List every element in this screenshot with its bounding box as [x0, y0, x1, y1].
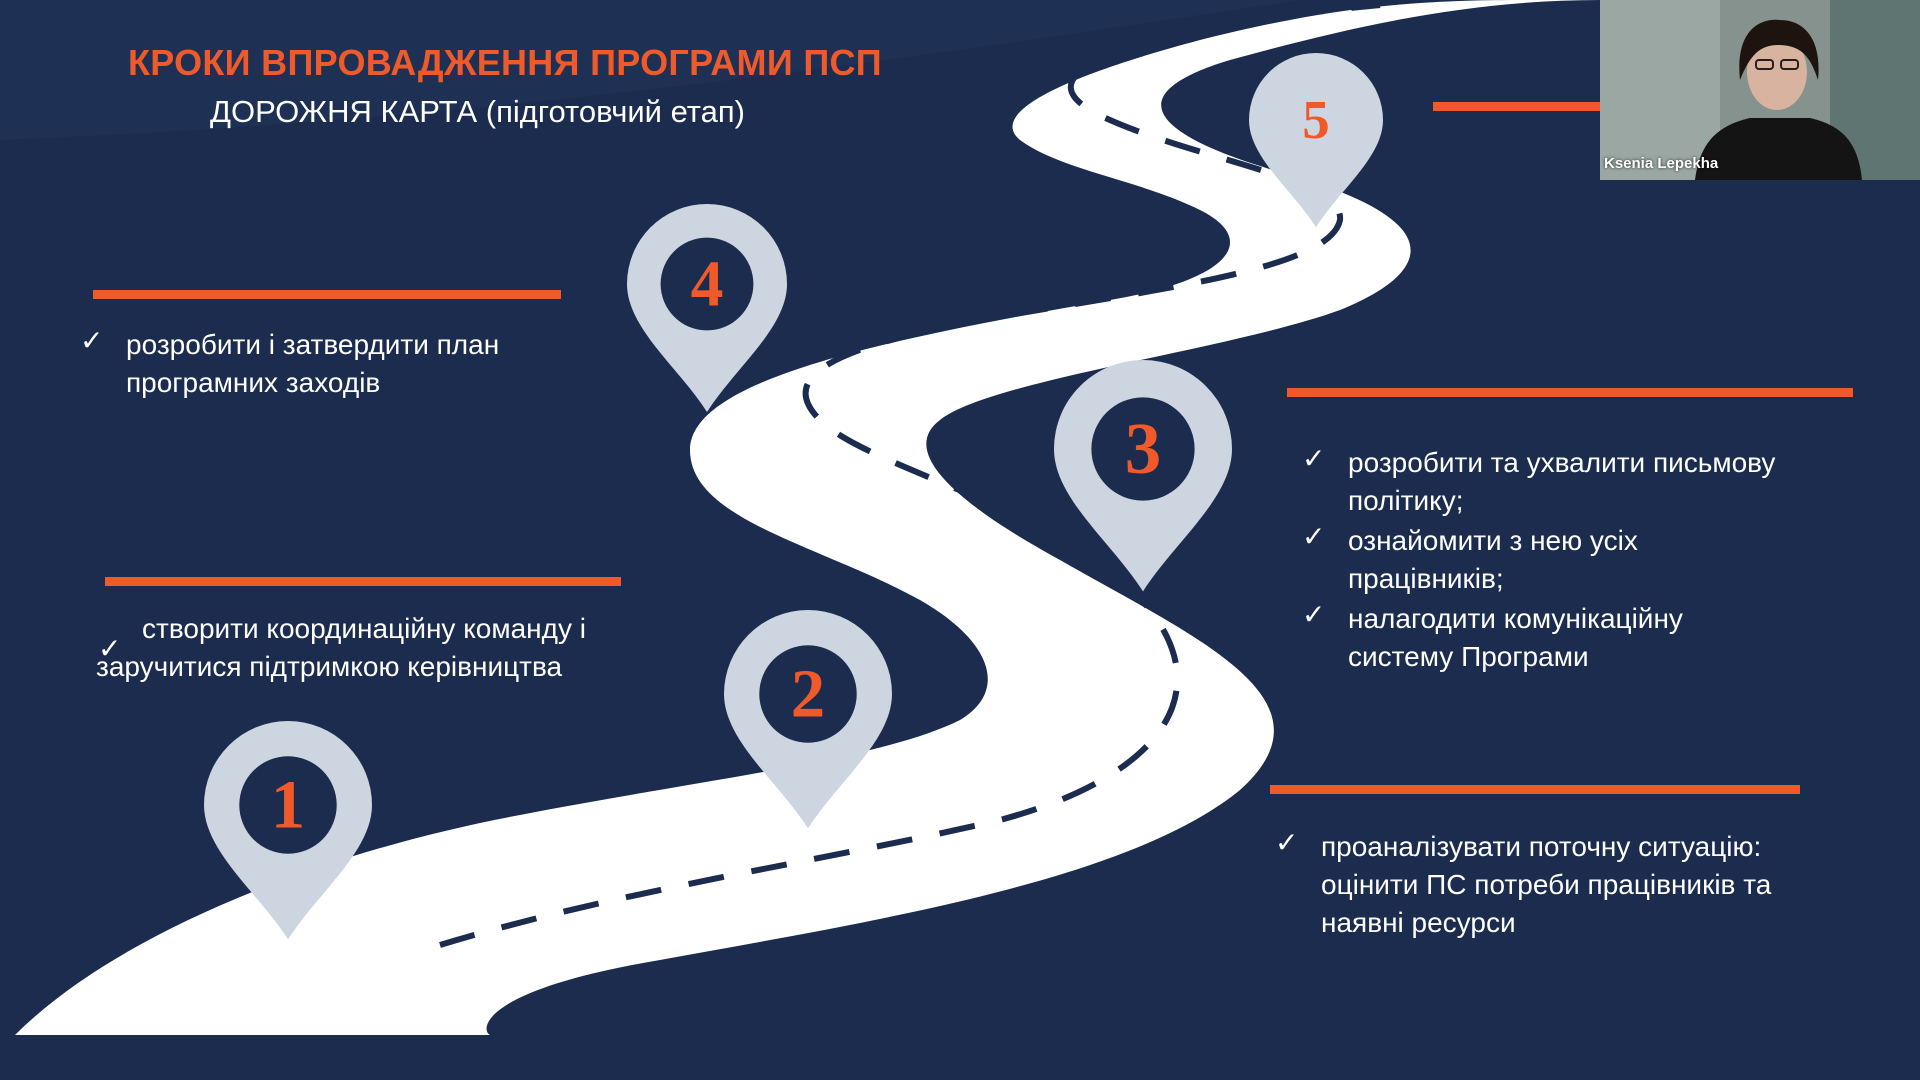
map-pin-number: 4 — [691, 249, 724, 321]
accent-rule-step4 — [93, 290, 561, 299]
step-2-text: ✓ створити координаційну команду і заручи… — [96, 610, 656, 686]
step-2-line-2: заручитися підтримкою керівництва — [96, 651, 563, 682]
map-pin-center — [759, 645, 857, 743]
map-pin-center — [660, 237, 754, 331]
step-3-item-3-line-2: систему Програми — [1348, 641, 1589, 672]
check-icon: ✓ — [1302, 521, 1326, 552]
map-pin-number: 2 — [791, 656, 825, 732]
step-2-line-1: створити координаційну команду і — [142, 613, 586, 644]
background-shade — [0, 0, 1300, 140]
check-icon: ✓ — [1275, 827, 1299, 858]
map-pin-1: 1 — [204, 721, 372, 940]
step-3-item-3-line-1: налагодити комунікаційну — [1348, 603, 1683, 634]
step-3-item-1-line-1: розробити та ухвалити письмову — [1348, 447, 1776, 478]
checklist-item: ✓ розробити та ухвалити письмову політик… — [1302, 443, 1862, 520]
checklist-item: ✓ створити координаційну команду і заручи… — [96, 610, 656, 686]
participant-video-tile[interactable]: Ksenia Lepekha — [1600, 0, 1920, 180]
checklist-item: ✓ розробити і затвердити план програмних… — [80, 325, 640, 402]
check-icon: ✓ — [1302, 599, 1326, 630]
map-pin-center — [1091, 397, 1195, 501]
checklist-item: ✓ налагодити комунікаційну систему Прогр… — [1302, 599, 1862, 676]
check-icon: ✓ — [1302, 443, 1326, 474]
map-pin-5: 5 — [1249, 53, 1383, 228]
map-pin-center — [1277, 81, 1355, 159]
map-pin-4: 4 — [627, 204, 787, 412]
step-3-item-2-line-1: ознайомити з нею усіх — [1348, 525, 1638, 556]
participant-name: Ksenia Lepekha — [1604, 155, 1719, 172]
map-pin-number: 3 — [1125, 408, 1161, 489]
step-1-text: ✓ проаналізувати поточну ситуацію: оціни… — [1275, 827, 1835, 942]
road — [15, 0, 1600, 1035]
step-3-text: ✓ розробити та ухвалити письмову політик… — [1302, 443, 1862, 676]
road-center-line — [439, 2, 1381, 948]
accent-rule-step2 — [105, 577, 621, 586]
step-1-line-3: наявні ресурси — [1321, 907, 1516, 938]
step-3-item-1-line-2: політику; — [1348, 485, 1464, 516]
map-pin-2: 2 — [724, 610, 892, 829]
map-pin-number: 1 — [271, 767, 305, 843]
step-4-line-1: розробити і затвердити план — [126, 329, 500, 360]
slide-subtitle: ДОРОЖНЯ КАРТА (підготовчий етап) — [210, 94, 746, 129]
accent-rule-step5 — [1433, 102, 1603, 111]
step-4-text: ✓ розробити і затвердити план програмних… — [80, 325, 640, 402]
slide-title: КРОКИ ВПРОВАДЖЕННЯ ПРОГРАМИ ПСП — [128, 42, 882, 83]
map-pin-center — [239, 756, 337, 854]
step-3-item-2-line-2: працівників; — [1348, 563, 1504, 594]
step-1-line-1: проаналізувати поточну ситуацію: — [1321, 831, 1762, 862]
accent-rule-step3 — [1287, 388, 1853, 397]
checklist-item: ✓ ознайомити з нею усіх працівників; — [1302, 521, 1862, 598]
checklist-item: ✓ проаналізувати поточну ситуацію: оціни… — [1275, 827, 1835, 942]
step-4-line-2: програмних заходів — [126, 367, 381, 398]
step-1-line-2: оцінити ПС потреби працівників та — [1321, 869, 1772, 900]
participant-video-frame — [1600, 0, 1920, 180]
accent-rule-step1 — [1270, 785, 1800, 794]
check-icon: ✓ — [80, 325, 104, 356]
map-pin-3: 3 — [1054, 360, 1232, 592]
map-pin-number: 5 — [1302, 89, 1329, 150]
check-icon: ✓ — [98, 633, 122, 664]
